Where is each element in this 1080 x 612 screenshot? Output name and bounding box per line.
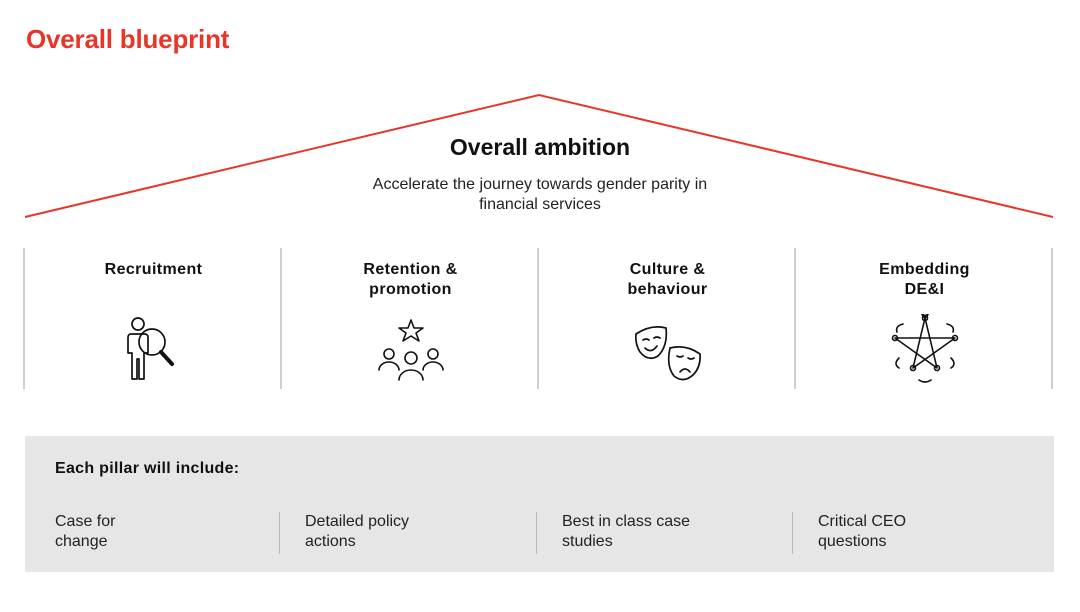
- pillar-divider: [537, 248, 539, 389]
- pillar-recruitment: Recruitment: [25, 248, 282, 389]
- include-item-policy-actions: Detailed policy actions: [305, 513, 410, 550]
- theatre-masks-icon: [628, 314, 708, 386]
- include-item-ceo-questions: Critical CEO questions: [818, 513, 907, 550]
- includes-title: Each pillar will include:: [55, 460, 240, 477]
- pillar-label: Embedding DE&I: [879, 261, 970, 298]
- pillar-divider: [280, 248, 282, 389]
- pillar-divider: [23, 248, 25, 389]
- network-star-icon: [885, 314, 965, 386]
- pillar-divider: [1051, 248, 1053, 389]
- pillar-label: Recruitment: [104, 261, 203, 278]
- include-divider: [536, 512, 537, 554]
- pillar-embedding-dei: Embedding DE&I: [796, 248, 1053, 389]
- ambition-text: Accelerate the journey towards gender pa…: [372, 176, 708, 213]
- include-item-case-studies: Best in class case studies: [562, 513, 691, 550]
- include-divider: [279, 512, 280, 554]
- ambition-title: Overall ambition: [449, 134, 631, 160]
- pillar-label: Retention & promotion: [363, 261, 458, 298]
- pillar-label: Culture & behaviour: [627, 261, 708, 298]
- includes-panel: Each pillar will include: Case for chang…: [25, 436, 1054, 572]
- people-star-icon: [371, 314, 451, 386]
- pillar-retention-promotion: Retention & promotion: [282, 248, 539, 389]
- include-divider: [792, 512, 793, 554]
- page-title: Overall blueprint: [26, 24, 230, 54]
- pillar-culture-behaviour: Culture & behaviour: [539, 248, 796, 389]
- pillars-row: Recruitment Retention & promotion: [0, 248, 1080, 390]
- roof-outline: [24, 93, 1054, 218]
- pillar-divider: [794, 248, 796, 389]
- include-item-case-for-change: Case for change: [55, 513, 116, 550]
- person-search-icon: [114, 314, 194, 386]
